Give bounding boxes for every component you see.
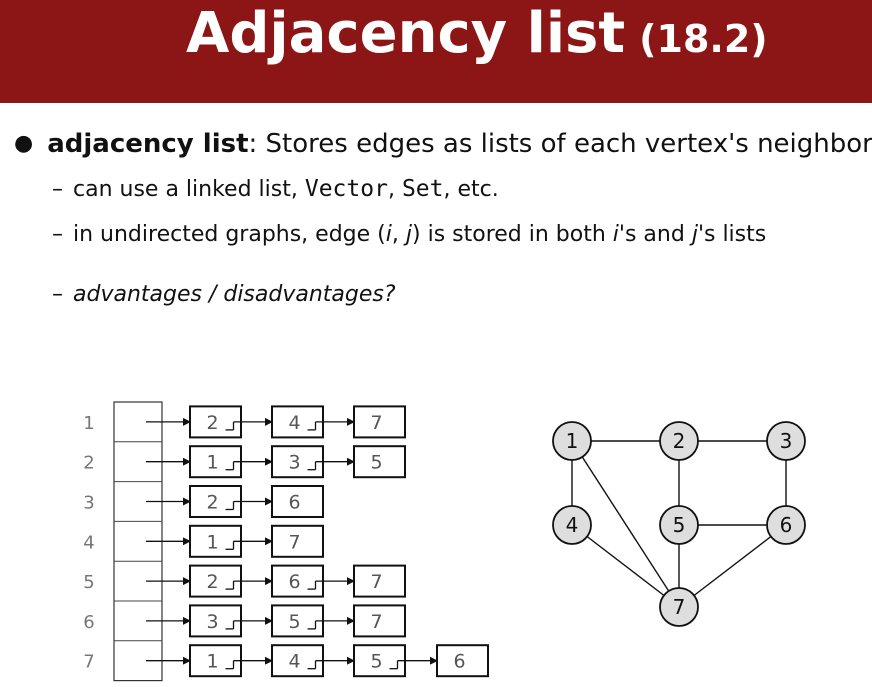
- vertex-index-label: 3: [83, 493, 94, 514]
- graph-node-label: 6: [780, 513, 793, 537]
- graph-node: [766, 505, 806, 545]
- sub-bullet-undirected: –in undirected graphs, edge (i, j) is st…: [52, 222, 766, 248]
- bullet-text: : Stores edges as lists of each vertex's…: [248, 129, 872, 159]
- sub2-text: in undirected graphs, edge (: [73, 222, 386, 247]
- graph-node: [552, 421, 592, 461]
- list-node-box: [271, 564, 324, 598]
- graph-node-label: 1: [566, 429, 579, 453]
- sub1-end: , etc.: [443, 177, 499, 202]
- graph-node: [659, 587, 699, 627]
- sub2-mid: ) is stored in both: [412, 222, 613, 247]
- bullet-dot: ●: [14, 131, 34, 156]
- dash: –: [52, 177, 63, 202]
- graph-edge: [678, 524, 787, 608]
- list-node-value: 7: [370, 412, 382, 434]
- list-node-value: 3: [288, 452, 300, 474]
- list-node-value: 7: [370, 571, 382, 593]
- sub1-sep: ,: [387, 177, 402, 202]
- vertex-index-label: 2: [83, 453, 94, 474]
- list-node-value: 6: [288, 492, 300, 514]
- sub-bullet-implementation: –can use a linked list, Vector, Set, etc…: [52, 176, 499, 204]
- var-i: i: [385, 222, 392, 247]
- list-node-box: [353, 604, 406, 638]
- list-node-box: [271, 405, 324, 439]
- sub2-end: 's lists: [697, 222, 767, 247]
- sub-bullet-advantages: –advantages / disadvantages?: [52, 282, 396, 308]
- graph-diagram: 1 2 3 4 5 6 7: [552, 421, 806, 627]
- adjacency-list-diagram: 1 2 4 7 2 1 3 5 3 2 6 4 1 7 5 2 6 7 6 3 5 7 7 1 4 5 6: [83, 401, 489, 682]
- vertex-index-label: 6: [83, 612, 94, 633]
- list-node-box: [271, 524, 324, 558]
- list-node-value: 2: [206, 492, 218, 514]
- graph-node-label: 7: [673, 595, 686, 619]
- list-node-value: 7: [370, 611, 382, 633]
- graph-node: [766, 421, 806, 461]
- var-j: j: [405, 222, 412, 247]
- sub3-text: advantages / disadvantages?: [73, 282, 396, 307]
- list-node-value: 3: [206, 611, 218, 633]
- list-node-value: 6: [453, 651, 465, 673]
- list-node-box: [271, 445, 324, 479]
- code-vector: Vector: [304, 176, 388, 202]
- graph-edge: [571, 524, 680, 608]
- title-main: Adjacency list: [186, 1, 626, 66]
- code-set: Set: [401, 176, 444, 202]
- list-node-value: 4: [288, 651, 300, 673]
- list-node-box: [271, 485, 324, 518]
- graph-node-label: 3: [780, 429, 793, 453]
- vertex-index-label: 1: [83, 413, 94, 434]
- graph-node-label: 4: [566, 513, 579, 537]
- graph-edge: [571, 440, 680, 608]
- graph-node: [552, 505, 592, 545]
- list-node-box: [189, 445, 242, 479]
- sub1-text: can use a linked list,: [73, 177, 305, 202]
- graph-node: [659, 505, 699, 545]
- sub2-mid2: 's and: [618, 222, 692, 247]
- var-j-2: j: [691, 222, 698, 247]
- list-node-box: [353, 564, 406, 598]
- list-node-box: [189, 564, 242, 598]
- list-node-value: 2: [206, 412, 218, 434]
- list-node-box: [353, 644, 406, 678]
- var-i-2: i: [612, 222, 619, 247]
- vertex-index-label: 5: [83, 572, 94, 593]
- vertex-index-label: 4: [83, 532, 94, 553]
- title-section: (18.2): [639, 17, 768, 61]
- list-node-value: 5: [288, 611, 300, 633]
- graph-node-label: 5: [673, 513, 686, 537]
- bullet-adjacency-list: ● adjacency list: Stores edges as lists o…: [14, 129, 872, 160]
- list-node-box: [189, 524, 242, 558]
- bullet-term: adjacency list: [47, 129, 249, 159]
- list-node-value: 7: [288, 531, 300, 553]
- dash: –: [52, 222, 63, 247]
- list-node-value: 2: [206, 571, 218, 593]
- dash: –: [52, 282, 63, 307]
- title-bar: [0, 0, 872, 103]
- list-node-box: [436, 644, 489, 678]
- list-node-value: 1: [206, 531, 218, 553]
- vertex-index-label: 7: [83, 652, 94, 673]
- sub2-comma: ,: [391, 222, 406, 247]
- slide-title: Adjacency list(18.2): [186, 6, 768, 62]
- list-node-value: 6: [288, 571, 300, 593]
- list-node-value: 1: [206, 651, 218, 673]
- list-node-value: 4: [288, 412, 300, 434]
- list-node-value: 1: [206, 452, 218, 474]
- list-node-box: [189, 405, 242, 439]
- graph-node: [659, 421, 699, 461]
- list-node-box: [353, 445, 406, 479]
- list-node-value: 5: [370, 452, 382, 474]
- list-node-value: 5: [370, 651, 382, 673]
- graph-node-label: 2: [673, 429, 686, 453]
- list-node-box: [353, 405, 406, 439]
- list-node-box: [189, 485, 242, 518]
